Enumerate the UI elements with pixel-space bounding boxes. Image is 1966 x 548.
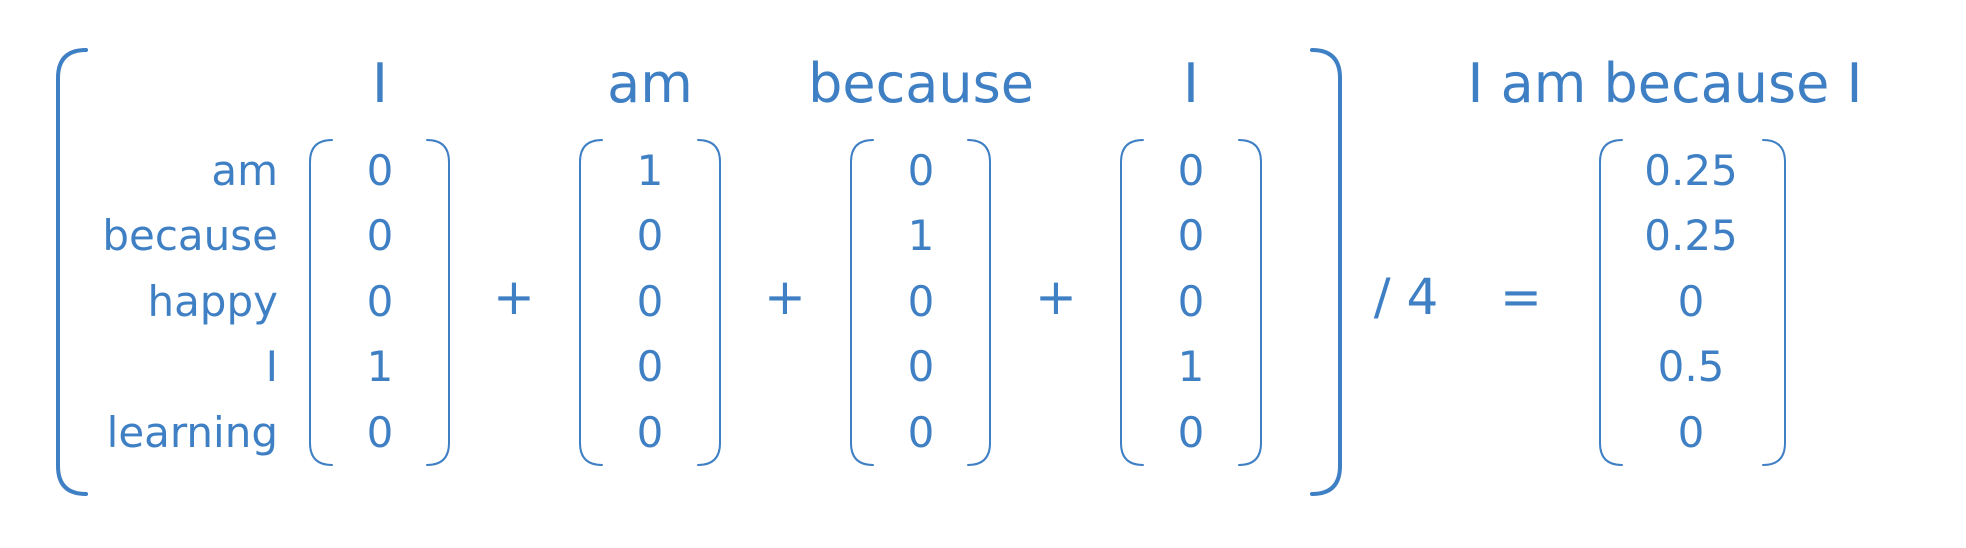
- vector-cell: 0: [366, 211, 394, 260]
- result-cell: 0: [1677, 277, 1705, 326]
- vector-4-header: I: [1183, 52, 1199, 115]
- result-header: I am because I: [1467, 52, 1863, 115]
- vector-cell: 0: [1177, 146, 1205, 195]
- plus-sign: +: [1035, 268, 1077, 326]
- vector-cell: 0: [636, 342, 664, 391]
- vector-cell: 0: [366, 408, 394, 457]
- outer-left-bracket: [56, 48, 88, 496]
- row-label: happy: [147, 277, 278, 326]
- vector-cell: 0: [907, 342, 935, 391]
- left-paren-bracket: [1599, 139, 1623, 466]
- vector-2-header: am: [607, 52, 693, 115]
- left-paren-bracket: [309, 139, 333, 466]
- vector-3-header: because: [808, 52, 1034, 115]
- left-paren-bracket: [850, 139, 874, 466]
- vector-cell: 1: [636, 146, 664, 195]
- vector-cell: 1: [366, 342, 394, 391]
- right-paren-bracket: [967, 139, 991, 466]
- right-paren-bracket: [1762, 139, 1786, 466]
- vector-cell: 0: [636, 277, 664, 326]
- vector-cell: 0: [1177, 211, 1205, 260]
- vector-cell: 0: [1177, 408, 1205, 457]
- vector-cell: 0: [1177, 277, 1205, 326]
- vector-cell: 1: [907, 211, 935, 260]
- result-cell: 0.5: [1657, 342, 1725, 391]
- vector-cell: 0: [636, 211, 664, 260]
- right-paren-bracket: [426, 139, 450, 466]
- equals-sign: =: [1500, 268, 1542, 326]
- divisor-label: / 4: [1373, 268, 1439, 326]
- vector-1-header: I: [372, 52, 388, 115]
- result-cell: 0.25: [1644, 211, 1738, 260]
- vector-cell: 0: [366, 146, 394, 195]
- plus-sign: +: [764, 268, 806, 326]
- vector-cell: 0: [636, 408, 664, 457]
- right-paren-bracket: [1238, 139, 1262, 466]
- left-paren-bracket: [579, 139, 603, 466]
- row-label: I: [265, 342, 278, 391]
- vector-cell: 0: [907, 408, 935, 457]
- row-label: learning: [106, 408, 278, 457]
- vector-cell: 0: [907, 146, 935, 195]
- plus-sign: +: [493, 268, 535, 326]
- row-label: because: [102, 211, 278, 260]
- vector-cell: 0: [907, 277, 935, 326]
- right-paren-bracket: [697, 139, 721, 466]
- vector-cell: 0: [366, 277, 394, 326]
- outer-right-bracket: [1310, 48, 1342, 496]
- vector-cell: 1: [1177, 342, 1205, 391]
- left-paren-bracket: [1120, 139, 1144, 466]
- result-cell: 0.25: [1644, 146, 1738, 195]
- row-label: am: [211, 146, 278, 195]
- result-cell: 0: [1677, 408, 1705, 457]
